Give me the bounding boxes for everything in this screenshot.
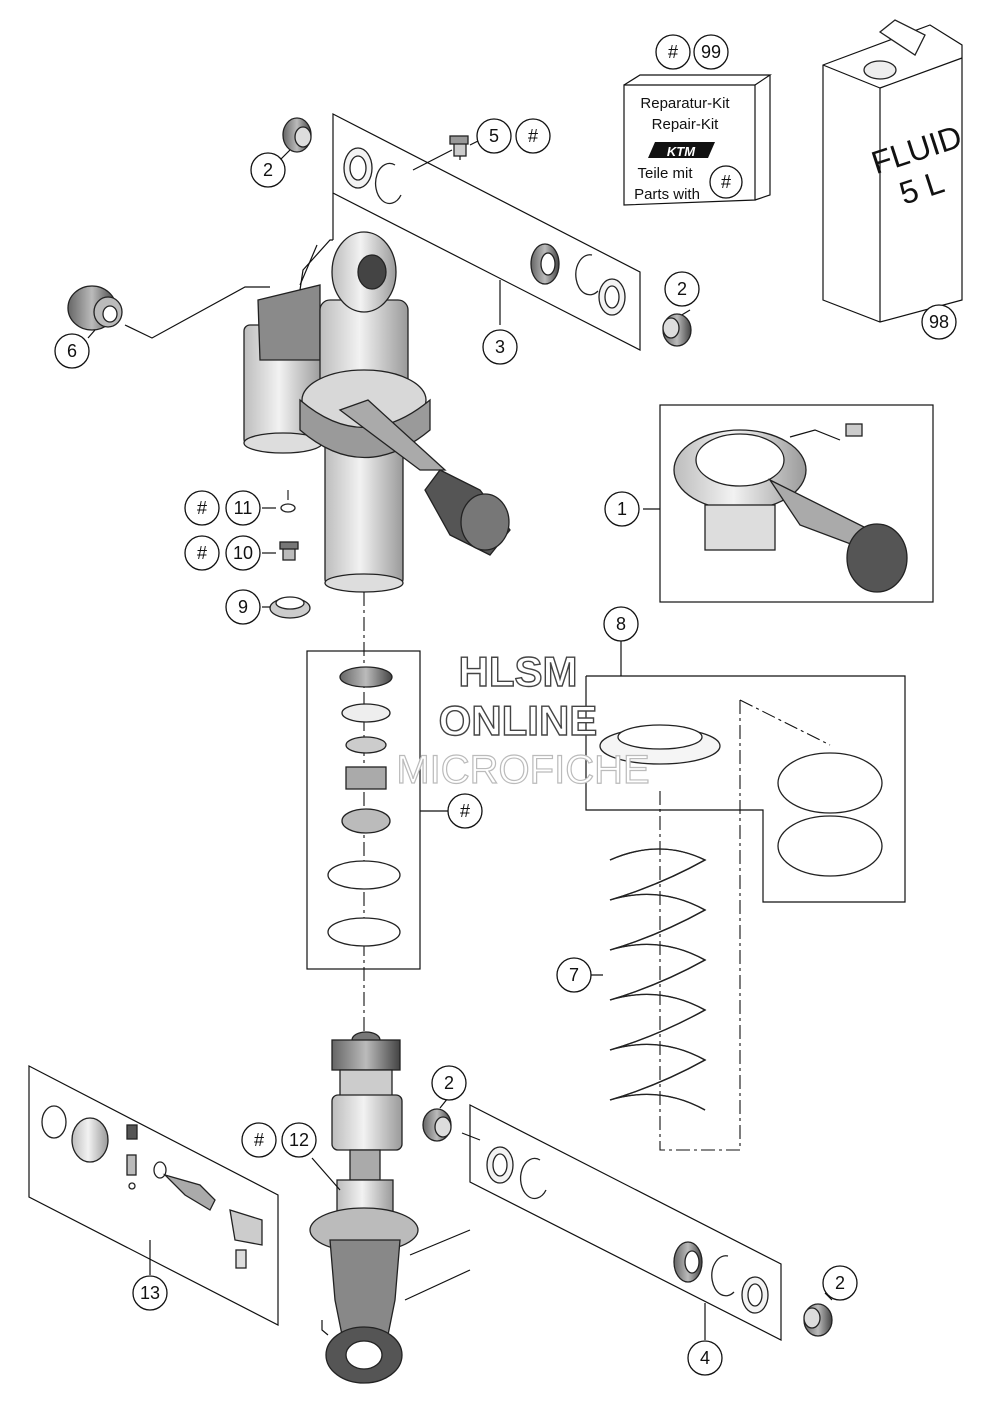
panel-3-parallelogram [332, 113, 641, 351]
callout-11: 11 [225, 490, 261, 526]
watermark: HLSM ONLINE MICROFICHE [396, 647, 651, 792]
svg-text:#: # [197, 543, 207, 563]
bushing-top-left [282, 117, 312, 153]
svg-text:5: 5 [489, 126, 499, 146]
svg-text:98: 98 [929, 312, 949, 332]
callout-7: 7 [556, 957, 592, 993]
panel-3-parts [343, 147, 626, 316]
callout-8: 8 [603, 606, 639, 642]
callout-5-hash: # [515, 118, 551, 154]
svg-text:8: 8 [616, 614, 626, 634]
callout-99-hash: # [655, 34, 691, 70]
ktm-logo-text: KTM [667, 144, 696, 159]
oring-11 [280, 503, 296, 513]
svg-text:3: 3 [495, 337, 505, 357]
svg-text:7: 7 [569, 965, 579, 985]
kit-line-4: Parts with [634, 186, 700, 203]
svg-text:1: 1 [617, 499, 627, 519]
watermark-line-1: HLSM [459, 648, 578, 695]
shock-absorber-body [243, 231, 511, 593]
kit-line-3: Teile mit [637, 165, 693, 182]
callout-11-hash: # [184, 490, 220, 526]
adjuster-6 [67, 285, 123, 331]
svg-text:2: 2 [677, 279, 687, 299]
svg-text:99: 99 [701, 42, 721, 62]
bushing-2-right [662, 313, 692, 347]
panel-13-parallelogram [28, 1065, 279, 1326]
callout-98: 98 [921, 304, 957, 340]
svg-text:12: 12 [289, 1130, 309, 1150]
callout-99: 99 [693, 34, 729, 70]
svg-text:#: # [197, 498, 207, 518]
callout-4: 4 [687, 1340, 723, 1376]
callout-10-hash: # [184, 535, 220, 571]
callout-2-mid: 2 [431, 1065, 467, 1101]
svg-text:10: 10 [233, 543, 253, 563]
svg-text:13: 13 [140, 1283, 160, 1303]
callout-13: 13 [132, 1275, 168, 1311]
callout-2-top: 2 [250, 152, 286, 188]
svg-text:#: # [528, 126, 538, 146]
svg-text:#: # [721, 172, 731, 192]
screw-5 [449, 135, 469, 157]
svg-text:6: 6 [67, 341, 77, 361]
callout-5: 5 [476, 118, 512, 154]
callout-9: 9 [225, 589, 261, 625]
repair-kit-box: Reparatur-Kit Repair-Kit KTM Teile mit P… [623, 74, 772, 206]
cap-9 [269, 596, 311, 619]
damper-rod-assembly [309, 1031, 419, 1384]
panel-4-parallelogram [321, 1104, 782, 1341]
kit-line-2: Repair-Kit [652, 116, 720, 133]
fluid-can-98: FLUID 5 L [822, 19, 966, 323]
svg-text:#: # [460, 801, 470, 821]
callout-2-bottom: 2 [822, 1265, 858, 1301]
svg-text:9: 9 [238, 597, 248, 617]
callout-12-hash: # [241, 1122, 277, 1158]
svg-text:#: # [254, 1130, 264, 1150]
svg-text:2: 2 [444, 1073, 454, 1093]
valve-10 [279, 541, 299, 561]
kit-line-1: Reparatur-Kit [640, 95, 730, 112]
bushing-2-bottom [803, 1303, 833, 1337]
spring-seat-panel [585, 640, 906, 1151]
watermark-line-3: MICROFICHE [396, 748, 649, 792]
inset-panel-1 [643, 404, 934, 603]
callout-3: 3 [482, 329, 518, 365]
ktm-logo: KTM [648, 142, 715, 159]
watermark-line-2: ONLINE [439, 697, 598, 744]
bushing-2-mid [422, 1108, 452, 1142]
callout-12: 12 [281, 1122, 317, 1158]
svg-text:4: 4 [700, 1348, 710, 1368]
callout-1: 1 [604, 491, 640, 527]
svg-text:11: 11 [234, 498, 253, 518]
svg-text:#: # [668, 42, 678, 62]
seal-kit-panel [306, 650, 448, 970]
svg-text:2: 2 [263, 160, 273, 180]
callout-6: 6 [54, 333, 90, 369]
callout-kit-hash: # [709, 165, 743, 199]
callout-2-right: 2 [664, 271, 700, 307]
coil-spring-7 [609, 848, 707, 1111]
svg-text:2: 2 [835, 1273, 845, 1293]
callout-10: 10 [225, 535, 261, 571]
callout-seal-kit-hash: # [447, 793, 483, 829]
